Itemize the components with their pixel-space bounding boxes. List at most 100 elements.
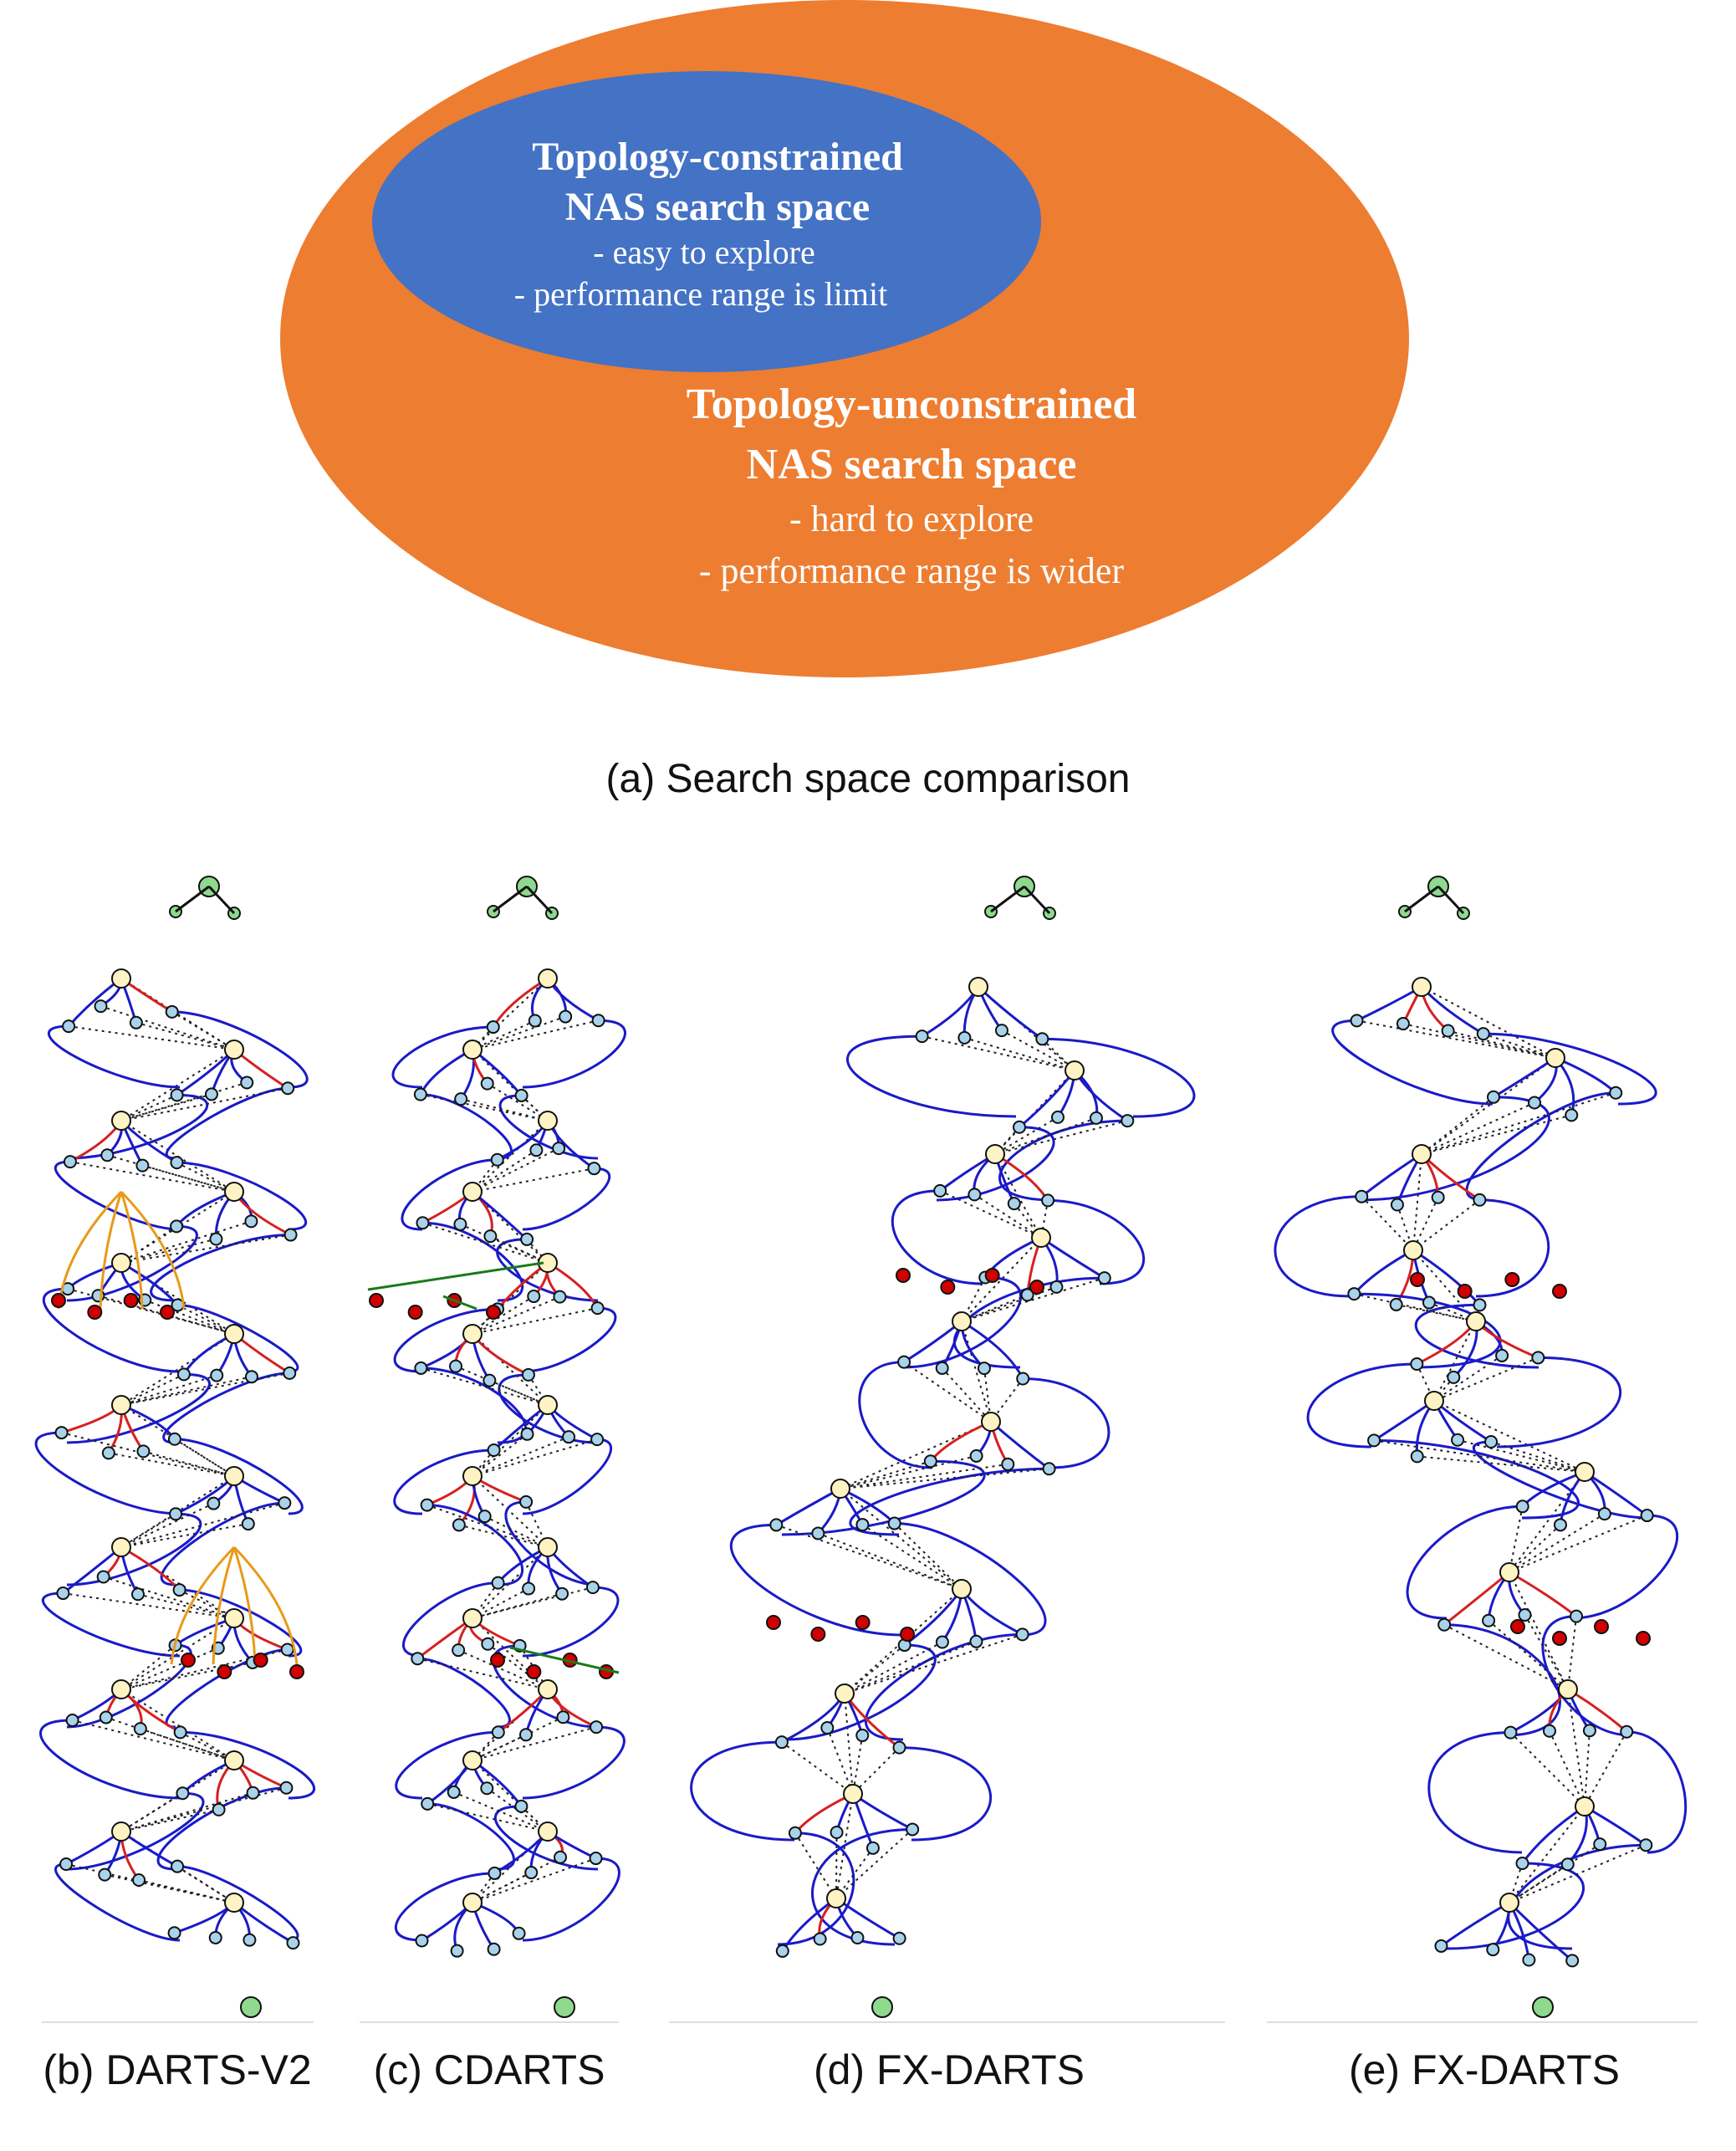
cell-link-edge — [1421, 986, 1556, 1059]
reduce-edge — [1417, 1455, 1585, 1473]
operation-edge — [233, 1901, 294, 1944]
reduce-edge — [68, 1025, 235, 1050]
intermediate-node — [204, 1087, 218, 1101]
reduce-edge — [472, 1582, 499, 1619]
intermediate-node — [553, 1290, 567, 1304]
intermediate-node — [165, 1004, 179, 1019]
intermediate-node — [133, 1722, 147, 1736]
cell-node — [224, 1040, 244, 1060]
intermediate-node — [132, 1873, 146, 1887]
cell-link-edge — [1433, 1400, 1585, 1473]
reduce-edge — [472, 1433, 528, 1477]
reduce-edge — [107, 1154, 235, 1193]
reduction-node — [181, 1653, 196, 1668]
skip-loop-edge — [394, 1872, 495, 1942]
skip-loop-edge — [522, 1586, 620, 1658]
cell-node — [538, 968, 558, 989]
reduce-edge — [120, 1644, 176, 1690]
operation-edge — [903, 1320, 962, 1363]
skip-loop-edge — [1358, 1096, 1550, 1202]
reduction-node — [407, 1305, 423, 1320]
intermediate-node — [915, 1030, 929, 1044]
intermediate-node — [1012, 1120, 1026, 1134]
skip-loop-edge — [393, 1307, 498, 1373]
intermediate-node — [136, 1444, 151, 1459]
reduction-node — [984, 1268, 1000, 1283]
operation-edge — [1373, 1399, 1435, 1442]
cell-node — [1575, 1796, 1595, 1816]
reduce-edge — [140, 1728, 235, 1761]
intermediate-node — [830, 1825, 844, 1839]
skip-loop-edge — [422, 1221, 523, 1302]
reduce-edge — [472, 1167, 595, 1193]
intermediate-node — [1565, 1954, 1580, 1968]
intermediate-node — [244, 1214, 258, 1229]
skip-loop-edge — [845, 1035, 1017, 1118]
skip-loop-edge — [504, 1500, 599, 1586]
reduce-edge — [458, 1524, 549, 1548]
cell-link-edge — [961, 1237, 1042, 1322]
cell-link-edge — [1412, 1153, 1422, 1251]
cell-node — [538, 1111, 558, 1131]
caption-e: (e) FX-DARTS — [1349, 2046, 1620, 2093]
cell-node — [826, 1888, 846, 1908]
reduce-edge — [120, 1372, 290, 1406]
cell-node — [538, 1537, 558, 1557]
intermediate-node — [486, 1020, 500, 1035]
reduce-edge — [472, 1592, 563, 1619]
reduce-edge — [826, 1727, 854, 1795]
reduction-node — [810, 1627, 826, 1642]
intermediate-node — [167, 1926, 181, 1940]
cell-node — [1499, 1893, 1519, 1913]
reduce-edge — [1361, 1195, 1414, 1251]
intermediate-node — [590, 1301, 605, 1316]
cell-node — [1065, 1060, 1085, 1081]
reduce-edge — [138, 1879, 235, 1903]
intermediate-node — [487, 1942, 501, 1956]
intermediate-node — [100, 1148, 115, 1162]
intermediate-node — [1410, 1449, 1424, 1464]
intermediate-node — [1482, 1613, 1496, 1627]
reduction-node — [1552, 1631, 1567, 1646]
skip-loop-edge — [1406, 1505, 1523, 1620]
intermediate-node — [487, 1443, 501, 1457]
reduce-edge — [472, 1586, 594, 1619]
intermediate-node — [1553, 1518, 1567, 1532]
cell-node — [1499, 1562, 1519, 1582]
reduction-node — [87, 1305, 103, 1320]
skip-loop-edge — [902, 1276, 1022, 1369]
reduce-edge — [1584, 1731, 1628, 1807]
reduce-edge — [939, 1189, 1042, 1239]
reduce-edge — [460, 1223, 549, 1264]
panel-cdarts — [367, 876, 626, 2018]
skip-loop-edge — [1023, 1377, 1111, 1469]
reduce-edge — [472, 1726, 597, 1761]
reduce-edge — [65, 1863, 235, 1903]
reduce-edge — [108, 1452, 235, 1477]
reduce-edge — [903, 1361, 992, 1423]
intermediate-node — [774, 1735, 789, 1750]
intermediate-node — [477, 1510, 492, 1524]
intermediate-node — [170, 1219, 184, 1234]
skip-loop-edge — [171, 1010, 309, 1089]
skip-loop-edge — [1427, 1731, 1523, 1854]
outer-bullet2: - performance range is wider — [699, 550, 1125, 591]
cell-node — [1424, 1391, 1444, 1411]
intermediate-node — [556, 1710, 570, 1724]
reduce-edge — [422, 1222, 549, 1264]
reduce-edge — [120, 1238, 217, 1264]
cell-node — [830, 1479, 850, 1499]
skip-loop-edge — [781, 1459, 986, 1536]
cell-node — [985, 1144, 1005, 1164]
intermediate-node — [452, 1643, 466, 1658]
reduce-edge — [1014, 1203, 1042, 1239]
intermediate-node — [519, 1728, 534, 1742]
reduce-edge — [1412, 1198, 1481, 1251]
cell-node — [1466, 1311, 1486, 1331]
intermediate-node — [512, 1926, 526, 1940]
intermediate-node — [1410, 1357, 1424, 1371]
skip-loop-edge — [1354, 1292, 1502, 1369]
reduce-edge — [472, 1295, 560, 1335]
intermediate-node — [172, 1583, 186, 1597]
skip-loop-edge — [522, 1019, 626, 1089]
